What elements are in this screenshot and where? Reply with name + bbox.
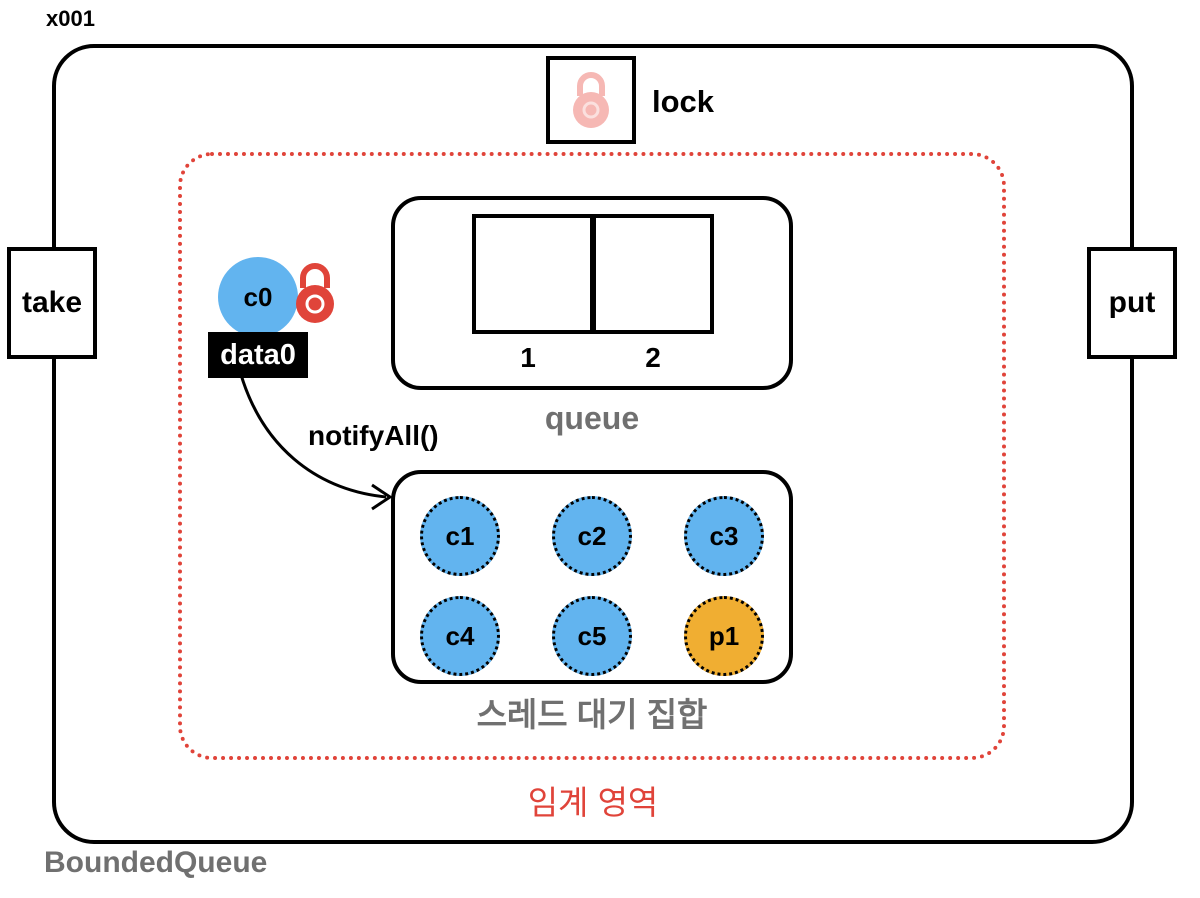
thread-c5: c5 xyxy=(552,596,632,676)
thread-label: c3 xyxy=(709,520,739,551)
take-method-box: take xyxy=(7,247,97,359)
critical-section-label: 임계 영역 xyxy=(527,784,659,821)
instance-id: x001 xyxy=(46,6,95,31)
put-method-box: put xyxy=(1087,247,1177,359)
queue-slot-label-2: 2 xyxy=(645,342,661,373)
wait-set-label: 스레드 대기 집합 xyxy=(476,696,708,733)
lock-label: lock xyxy=(652,84,715,119)
class-name-label: BoundedQueue xyxy=(44,846,268,879)
thread-c2: c2 xyxy=(552,496,632,576)
thread-p1: p1 xyxy=(684,596,764,676)
critical-section-region xyxy=(178,152,1006,760)
thread-label: c5 xyxy=(577,620,607,651)
lock-box xyxy=(546,56,636,144)
thread-label: c4 xyxy=(445,620,475,651)
padlock-icon xyxy=(296,263,334,323)
queue-slot-label-1: 1 xyxy=(520,342,536,373)
queue-container xyxy=(391,196,793,390)
queue-slot-1 xyxy=(472,214,594,334)
thread-label: c2 xyxy=(577,520,607,551)
thread-c4: c4 xyxy=(420,596,500,676)
thread-c3: c3 xyxy=(684,496,764,576)
queue-label: queue xyxy=(544,400,640,436)
notify-all-label: notifyAll() xyxy=(308,420,439,451)
padlock-icon xyxy=(573,72,609,128)
take-label: take xyxy=(21,286,83,319)
bounded-queue-object xyxy=(52,44,1134,844)
thread-label: p1 xyxy=(708,620,740,651)
wait-set-container xyxy=(391,470,793,684)
thread-label: c0 xyxy=(243,281,273,312)
running-thread-c0: c0 xyxy=(218,257,298,337)
data-label: data0 xyxy=(208,332,308,378)
put-label: put xyxy=(1108,286,1156,319)
thread-label: c1 xyxy=(445,520,475,551)
thread-c1: c1 xyxy=(420,496,500,576)
queue-slot-2 xyxy=(592,214,714,334)
